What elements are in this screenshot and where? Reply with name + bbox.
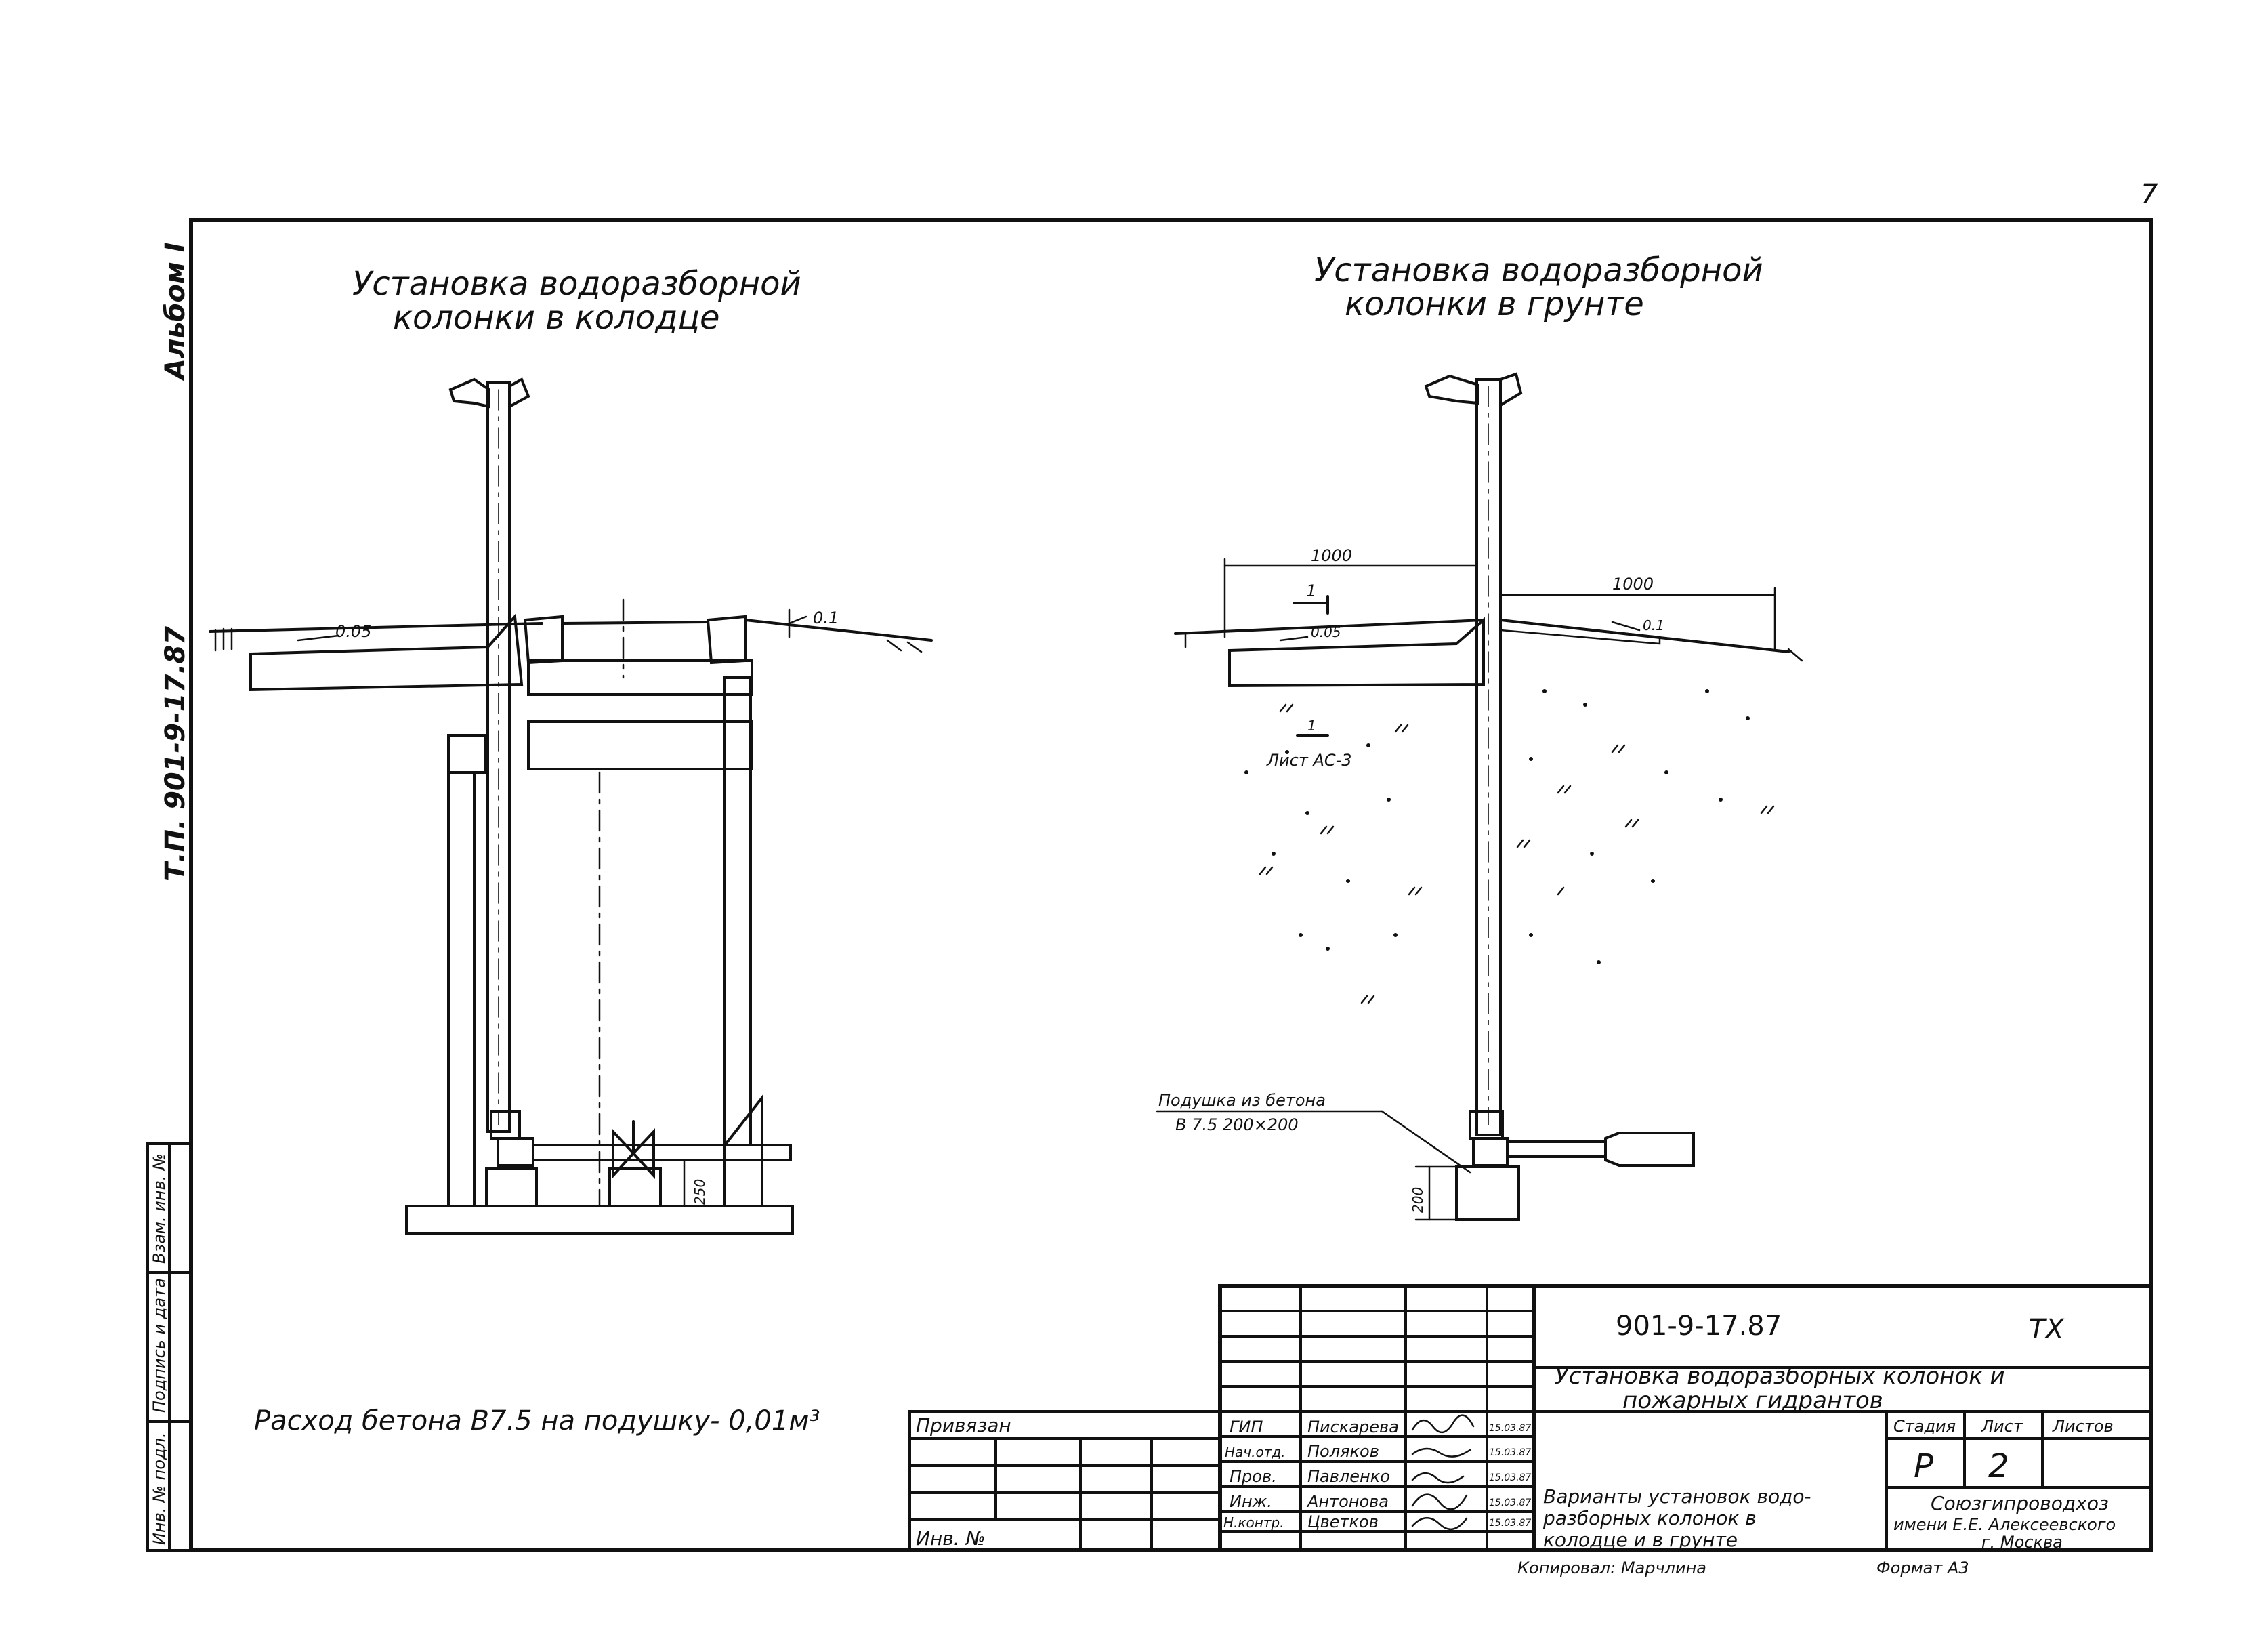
- stage-value: Р: [1914, 1447, 1933, 1485]
- person-date: 15.03.87: [1489, 1518, 1531, 1529]
- person-role: ГИП: [1230, 1418, 1263, 1436]
- people-row-prov: Пров. Павленко 15.03.87: [1230, 1467, 1531, 1486]
- person-date: 15.03.87: [1489, 1472, 1531, 1483]
- person-name: Павленко: [1307, 1467, 1390, 1486]
- person-name: Антонова: [1306, 1492, 1389, 1511]
- project-title-1: Установка водоразборных колонок и: [1555, 1363, 2005, 1390]
- concrete-consumption-note: Расход бетона В7.5 на подушку- 0,01м³: [254, 1405, 820, 1436]
- right-dim-200: 200: [1410, 1187, 1426, 1213]
- person-name: Пискарева: [1307, 1418, 1399, 1436]
- tied-inv-label: Инв. №: [916, 1527, 986, 1550]
- right-drawing-title-2: колонки в грунте: [1345, 285, 1644, 323]
- sheet-title-3: колодце и в грунте: [1543, 1529, 1738, 1551]
- person-date: 15.03.87: [1489, 1497, 1531, 1508]
- left-slope-005: 0.05: [335, 622, 371, 641]
- people-row-n-kontr: Н.контр. Цветков 15.03.87: [1223, 1512, 1531, 1531]
- cushion-label-1: Подушка из бетона: [1158, 1091, 1326, 1110]
- person-role: Н.контр.: [1223, 1514, 1284, 1531]
- title-block: ГИП Пискарева 15.03.87 Нач.отд. Поляков …: [1218, 1284, 2153, 1552]
- right-dim-1000-left: 1000: [1311, 546, 1352, 565]
- sheet-frame: [189, 218, 2153, 1552]
- right-slope-005: 0.05: [1311, 624, 1341, 640]
- sheet-title-2: разборных колонок в: [1542, 1507, 1757, 1529]
- sheet-header: Лист: [1981, 1417, 2023, 1436]
- right-slope-01: 0.1: [1643, 617, 1664, 634]
- person-role: Пров.: [1230, 1467, 1277, 1486]
- org-line-2: имени Е.Е. Алексеевского: [1893, 1515, 2116, 1534]
- person-role: Нач.отд.: [1225, 1444, 1286, 1460]
- person-name: Поляков: [1307, 1442, 1379, 1461]
- left-dim-250: 250: [692, 1179, 708, 1205]
- stamp-signature-date: Подпись и дата: [150, 1278, 169, 1413]
- project-title-2: пожарных гидрантов: [1622, 1387, 1883, 1414]
- stage-header: Стадия: [1893, 1417, 1956, 1436]
- person-date: 15.03.87: [1489, 1447, 1531, 1458]
- sheets-header: Листов: [2052, 1417, 2114, 1436]
- person-date: 15.03.87: [1489, 1423, 1531, 1434]
- stamp-vzam-inv: Взам. инв. №: [150, 1153, 169, 1264]
- section-mark-top: 1: [1306, 581, 1316, 600]
- soil-texture: [1259, 703, 1775, 1004]
- section-reference: Лист АС-3: [1266, 751, 1352, 770]
- person-role: Инж.: [1230, 1492, 1272, 1511]
- doc-code: 901-9-17.87: [1616, 1310, 1782, 1342]
- album-label: Альбом I: [160, 242, 191, 381]
- people-row-nach-otd: Нач.отд. Поляков 15.03.87: [1225, 1442, 1531, 1461]
- signature-scribbles: [1411, 1414, 1475, 1531]
- left-margin-stamp: Взам. инв. № Подпись и дата Инв. № подл.: [146, 1142, 192, 1552]
- project-code-vertical: Т.П. 901-9-17.87: [160, 626, 191, 881]
- tied-block: Привязан Инв. №: [908, 1410, 1221, 1552]
- people-row-inzh: Инж. Антонова 15.03.87: [1230, 1492, 1531, 1511]
- sheet-value: 2: [1988, 1447, 2009, 1485]
- drawing-well-installation: Установка водоразборной колонки в колодц…: [209, 265, 933, 1235]
- stamp-inv-podl: Инв. № подл.: [150, 1432, 169, 1545]
- cushion-label-2: В 7.5 200×200: [1175, 1115, 1299, 1134]
- section-mark-lower: 1: [1307, 718, 1316, 734]
- left-slope-01: 0.1: [813, 608, 839, 627]
- ground-hatch-left: [214, 627, 233, 652]
- format-label: Формат А3: [1876, 1558, 1969, 1577]
- org-line-1: Союзгипроводхоз: [1931, 1492, 2109, 1514]
- left-drawing-title-2: колонки в колодце: [393, 299, 720, 337]
- people-row-gip: ГИП Пискарева 15.03.87: [1230, 1418, 1531, 1436]
- org-line-3: г. Москва: [1981, 1533, 2063, 1552]
- tied-label: Привязан: [916, 1414, 1011, 1436]
- left-drawing-title-1: Установка водоразборной: [352, 265, 801, 303]
- doc-mark: ТХ: [2029, 1314, 2065, 1345]
- right-dim-1000-right: 1000: [1612, 575, 1654, 594]
- copied-by: Копировал: Марчлина: [1517, 1558, 1706, 1577]
- sheet-title-1: Варианты установок водо-: [1543, 1485, 1811, 1508]
- person-name: Цветков: [1307, 1512, 1379, 1531]
- drawing-soil-installation: Установка водоразборной колонки в грунте…: [1156, 251, 1803, 1221]
- right-drawing-title-1: Установка водоразборной: [1314, 251, 1763, 289]
- page-number: 7: [2141, 179, 2158, 210]
- soil-dots: [1244, 689, 1750, 964]
